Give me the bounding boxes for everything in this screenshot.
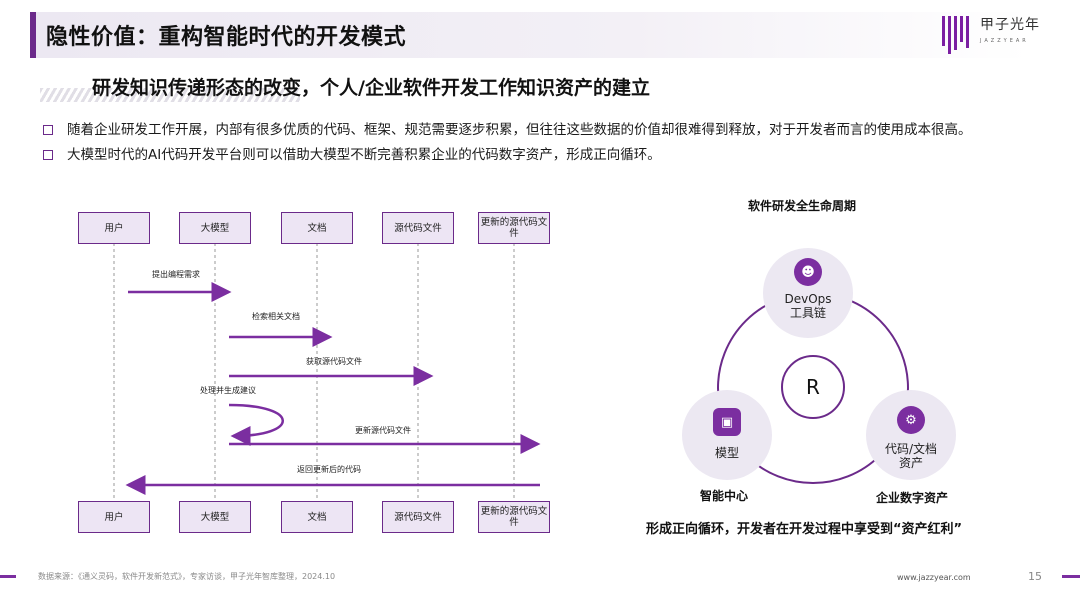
- page-number: 15: [1028, 570, 1042, 583]
- caption-enterprise-assets: 企业数字资产: [876, 491, 949, 505]
- node-assets: ⚙ 代码/文档 资产: [866, 390, 956, 480]
- gear-doc-icon: ⚙: [897, 406, 925, 434]
- message-label: 处理并生成建议: [200, 386, 256, 395]
- subtitle-decoration: [40, 88, 300, 102]
- footer-accent-right: [1062, 575, 1080, 578]
- data-source: 数据来源：《通义灵码，软件开发新范式》，专家访谈，甲子光年智库整理，2024.1…: [38, 572, 336, 581]
- actor-doc-top: 文档: [281, 212, 353, 244]
- node-devops-label: DevOps 工具链: [784, 292, 832, 320]
- bullet-item: 大模型时代的AI代码开发平台则可以借助大模型不断完善积累企业的代码数字资产，形成…: [42, 146, 1032, 165]
- actor-user-top: 用户: [78, 212, 150, 244]
- cycle-title: 软件研发全生命周期: [748, 199, 857, 213]
- page-title: 隐性价值：重构智能时代的开发模式: [46, 25, 407, 50]
- section-subtitle: 研发知识传递形态的改变，个人/企业软件开发工作知识资产的建立: [92, 77, 650, 99]
- caption-intelligence-center: 智能中心: [700, 489, 749, 503]
- node-model-label: 模型: [714, 446, 739, 460]
- website-link[interactable]: www.jazzyear.com: [897, 573, 971, 582]
- users-icon: ☻: [794, 258, 822, 286]
- logo-text-en: JAZZYEAR: [980, 38, 1029, 44]
- message-label: 检索相关文档: [252, 312, 300, 321]
- actor-source-top: 源代码文件: [382, 212, 454, 244]
- actor-user-bottom: 用户: [78, 501, 150, 533]
- logo-text-cn: 甲子光年: [980, 17, 1040, 33]
- node-assets-label: 代码/文档 资产: [884, 442, 938, 470]
- bullet-square-icon: [43, 150, 53, 160]
- model-icon: ▣: [713, 408, 741, 436]
- bullet-text: 大模型时代的AI代码开发平台则可以借助大模型不断完善积累企业的代码数字资产，形成…: [67, 147, 661, 163]
- node-devops: ☻ DevOps 工具链: [763, 248, 853, 338]
- footer-accent-left: [0, 575, 16, 578]
- actor-model-bottom: 大模型: [179, 501, 251, 533]
- center-r-badge: R: [781, 355, 845, 419]
- actor-updated-top: 更新的源代码文件: [478, 212, 550, 244]
- message-label: 获取源代码文件: [306, 357, 362, 366]
- logo-mark-icon: [942, 16, 972, 54]
- actor-model-top: 大模型: [179, 212, 251, 244]
- bullet-item: 随着企业研发工作开展，内部有很多优质的代码、框架、规范需要逐步积累，但往往这些数…: [42, 121, 1032, 140]
- message-label: 返回更新后的代码: [297, 465, 361, 474]
- arrow-self-process: [228, 403, 284, 446]
- bullet-text: 随着企业研发工作开展，内部有很多优质的代码、框架、规范需要逐步积累，但往往这些数…: [67, 122, 972, 138]
- actor-source-bottom: 源代码文件: [382, 501, 454, 533]
- bullet-list: 随着企业研发工作开展，内部有很多优质的代码、框架、规范需要逐步积累，但往往这些数…: [42, 121, 1032, 171]
- cycle-caption: 形成正向循环，开发者在开发过程中享受到“资产红利”: [646, 522, 963, 537]
- actor-doc-bottom: 文档: [281, 501, 353, 533]
- title-bar: [30, 12, 1030, 58]
- node-model: ▣ 模型: [682, 390, 772, 480]
- jazzyear-logo: 甲子光年 JAZZYEAR: [942, 14, 1052, 54]
- message-label: 提出编程需求: [152, 270, 200, 279]
- message-label: 更新源代码文件: [355, 426, 411, 435]
- actor-updated-bottom: 更新的源代码文件: [478, 501, 550, 533]
- bullet-square-icon: [43, 125, 53, 135]
- title-accent: [30, 12, 36, 58]
